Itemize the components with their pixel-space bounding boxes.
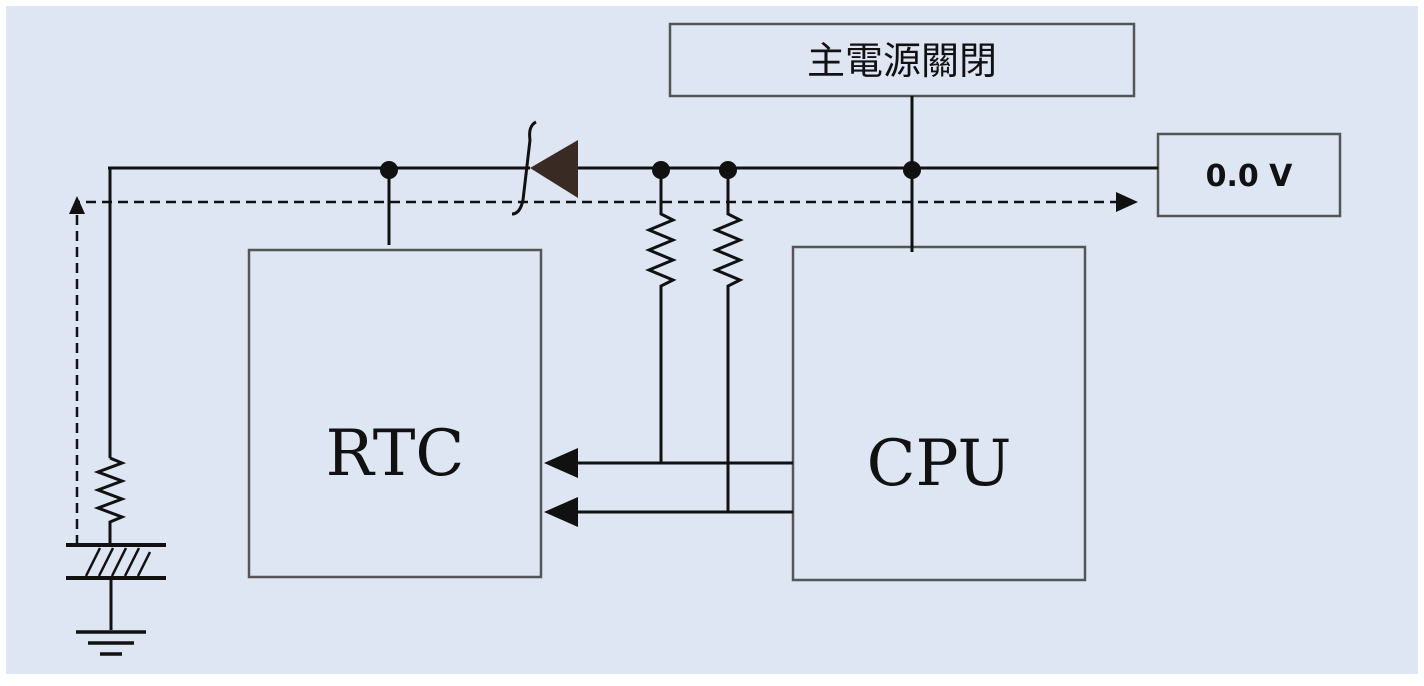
ground-icon: [76, 630, 146, 656]
junction-dot-cpu: [903, 161, 921, 179]
cpu-label: CPU: [867, 427, 1012, 501]
junction-dot-rtc: [380, 161, 398, 179]
dashed-arrow-right: [1116, 192, 1138, 212]
supply-rail: [108, 96, 1158, 458]
diode-symbol: [511, 120, 578, 216]
pull-up-resistor-2: [712, 170, 744, 512]
voltage-readout-box: [1156, 132, 1342, 218]
diode-cut-mark: [511, 120, 537, 216]
main-power-off-label: 主電源關閉: [807, 39, 997, 83]
battery-hatch: [84, 547, 152, 577]
diode-triangle: [530, 140, 578, 198]
main-power-off-box: [668, 22, 1136, 98]
pull-up-resistor-1: [645, 170, 677, 463]
pull-up-resistors: [645, 170, 744, 512]
signal-arrow-1: [544, 448, 578, 478]
signal-arrow-2: [544, 497, 578, 527]
battery-assembly: [66, 456, 166, 630]
backup-current-path: [69, 192, 1138, 545]
signal-lines: [544, 448, 793, 527]
rtc-label: RTC: [326, 417, 465, 491]
rtc-box: [247, 248, 543, 579]
voltage-readout-label: 0.0 V: [1206, 159, 1294, 194]
battery-series-resistor: [93, 456, 127, 545]
cpu-box: [791, 245, 1087, 582]
dashed-arrow-up: [69, 196, 85, 214]
diagram-background: [6, 6, 1418, 674]
